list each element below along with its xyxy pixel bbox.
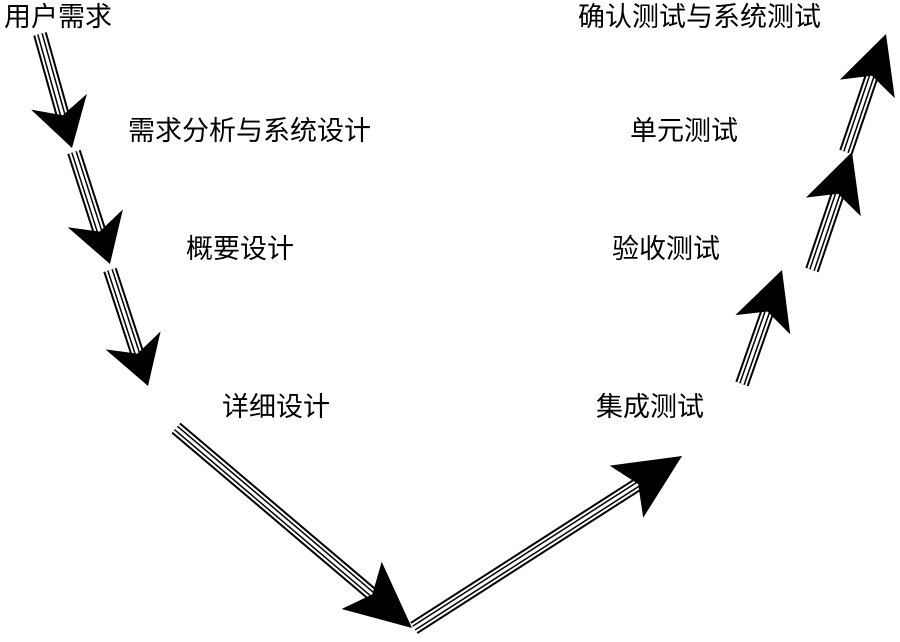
arrow-shaft-band xyxy=(413,482,640,630)
arrow-shaft-band xyxy=(810,193,840,271)
arrow-detailed-to-bottom xyxy=(171,422,412,628)
arrow-requirements-to-analysis xyxy=(31,32,87,148)
arrow-shaft-band xyxy=(844,75,874,153)
label-detailed-design: 详细设计 xyxy=(222,392,330,423)
label-user-requirements: 用户需求 xyxy=(4,2,112,33)
arrow-shaft-band xyxy=(175,426,374,596)
label-requirement-analysis: 需求分析与系统设计 xyxy=(128,116,371,147)
label-unit-test: 单元测试 xyxy=(630,116,738,147)
arrow-head xyxy=(839,34,895,99)
label-system-test: 确认测试与系统测试 xyxy=(578,2,821,33)
arrow-head xyxy=(735,270,791,335)
arrow-shaft-band xyxy=(108,269,139,355)
label-outline-design: 概要设计 xyxy=(186,234,294,265)
label-integration-test: 集成测试 xyxy=(596,392,704,423)
label-acceptance-test: 验收测试 xyxy=(612,234,720,265)
arrow-unit-to-system xyxy=(839,34,895,155)
arrow-head xyxy=(67,209,123,264)
arrow-shaft-band xyxy=(72,151,102,233)
arrow-head xyxy=(609,456,682,518)
arrow-analysis-to-outline xyxy=(67,149,123,264)
arrow-head xyxy=(805,152,861,217)
arrow-shaft-band xyxy=(740,311,769,385)
arrow-acceptance-to-unit xyxy=(805,152,861,273)
arrow-shaft-band xyxy=(38,33,65,116)
arrow-head xyxy=(31,93,87,148)
arrow-head xyxy=(341,561,412,628)
arrow-integration-to-acceptance xyxy=(735,270,791,387)
arrow-outline-to-detailed xyxy=(103,267,161,386)
arrow-head xyxy=(105,331,161,386)
arrow-bottom-to-integration xyxy=(410,456,682,634)
